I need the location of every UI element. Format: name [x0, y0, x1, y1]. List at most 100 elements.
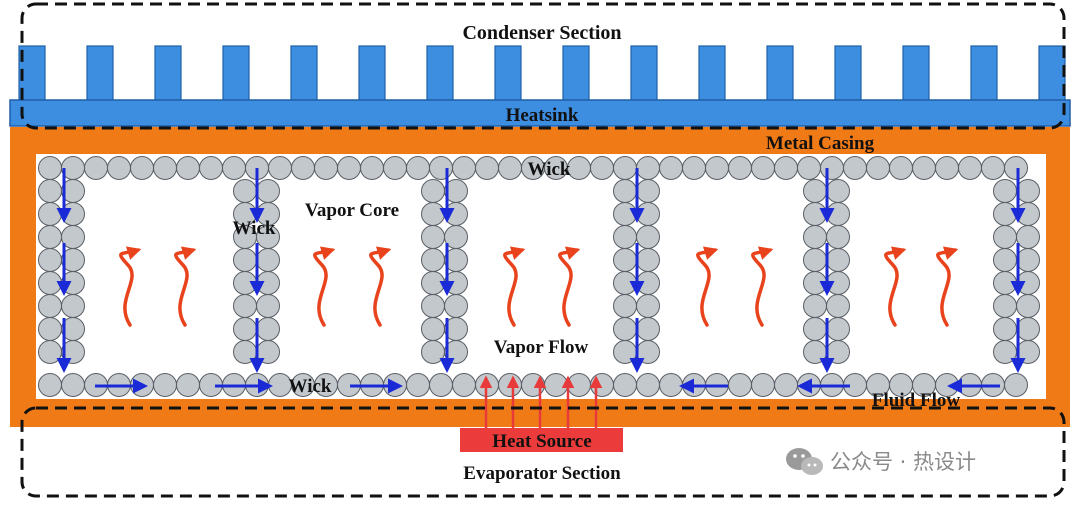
heatsink-fin: [426, 45, 454, 103]
fluid-flow-label: Fluid Flow: [872, 390, 960, 411]
wick-bead: [1016, 317, 1040, 341]
wick-bead: [176, 156, 200, 180]
wick-bead: [61, 340, 85, 364]
wick-bead: [452, 373, 476, 397]
vapor-arrow: [884, 246, 907, 327]
wick-bead: [38, 373, 62, 397]
wick-bead: [613, 294, 637, 318]
vapor-arrow: [369, 246, 392, 327]
wick-bead: [429, 373, 453, 397]
wick-bottom-label: Wick: [289, 376, 332, 397]
vapor-core-label: Vapor Core: [305, 200, 399, 221]
wick-bead: [866, 156, 890, 180]
wick-bead: [659, 156, 683, 180]
wick-bead: [38, 248, 62, 272]
wick-bead: [233, 248, 257, 272]
wick-bead: [803, 179, 827, 203]
wick-bead: [268, 156, 292, 180]
wick-bead: [256, 294, 280, 318]
wick-bead: [636, 340, 660, 364]
wick-bead: [38, 225, 62, 249]
wick-bead: [993, 179, 1017, 203]
heatsink-fin: [970, 45, 998, 103]
wick-bead: [199, 156, 223, 180]
wick-bead: [803, 271, 827, 295]
wick-bead: [981, 156, 1005, 180]
wick-bead: [475, 156, 499, 180]
fluid-flow-arrows: [56, 168, 1026, 394]
wick-bead: [406, 373, 430, 397]
wick-bead: [993, 225, 1017, 249]
wick-bead: [803, 225, 827, 249]
wick-bead: [613, 317, 637, 341]
wick-bead: [314, 156, 338, 180]
wick-bead: [153, 156, 177, 180]
wick-bead: [826, 248, 850, 272]
heatsink-fin: [562, 45, 590, 103]
heatsink-label: Heatsink: [506, 105, 579, 126]
heat-source-label: Heat Source: [492, 431, 591, 452]
wick-bead: [613, 271, 637, 295]
wick-bead: [1016, 248, 1040, 272]
vapor-arrow: [313, 246, 336, 327]
vapor-arrow: [119, 246, 142, 327]
wick-bead: [421, 294, 445, 318]
wick-bead: [233, 271, 257, 295]
wick-bead: [797, 156, 821, 180]
wick-bead: [233, 294, 257, 318]
wick-bead: [544, 373, 568, 397]
wick-bead: [421, 202, 445, 226]
wick-bead: [567, 156, 591, 180]
heatsink-fin: [86, 45, 114, 103]
wick-bead: [84, 156, 108, 180]
wick-bead: [636, 373, 660, 397]
condenser-section-outline: [20, 2, 1066, 130]
vapor-arrow: [696, 246, 719, 327]
wick-bead: [1016, 340, 1040, 364]
wick-bead: [613, 156, 637, 180]
wick-bead: [803, 202, 827, 226]
wick-bead: [1016, 225, 1040, 249]
wick-bead: [421, 317, 445, 341]
wick-bead: [803, 340, 827, 364]
wick-bead: [636, 225, 660, 249]
wick-bead: [498, 373, 522, 397]
wick-bead: [256, 317, 280, 341]
wick-bead: [429, 156, 453, 180]
wick-bead: [803, 294, 827, 318]
wick-bead: [636, 202, 660, 226]
wick-bead: [636, 317, 660, 341]
wick-bead: [826, 225, 850, 249]
wick-bead: [636, 179, 660, 203]
wick-bead: [38, 202, 62, 226]
wick-bead: [38, 179, 62, 203]
wick-bead: [613, 179, 637, 203]
wick-bead: [421, 340, 445, 364]
wick-bead: [360, 156, 384, 180]
wick-bead: [421, 225, 445, 249]
wick-bead: [498, 156, 522, 180]
wick-bead: [636, 294, 660, 318]
wick-bead: [383, 156, 407, 180]
wick-bead: [826, 202, 850, 226]
wick-bead: [421, 179, 445, 203]
wick-bead: [636, 248, 660, 272]
wick-bead: [993, 317, 1017, 341]
wick-bead: [803, 317, 827, 341]
wick-bead: [935, 156, 959, 180]
wick-bead: [130, 156, 154, 180]
heatsink-fin: [154, 45, 182, 103]
wick-bead: [613, 373, 637, 397]
wick-bead: [751, 373, 775, 397]
watermark-text: 公众号 · 热设计: [830, 450, 976, 474]
wick-bead: [613, 248, 637, 272]
wick-bead: [38, 156, 62, 180]
vapor-flow-arrows: [119, 246, 959, 327]
heatsink-base: [9, 99, 1071, 127]
heatsink-fin: [698, 45, 726, 103]
wick-bead: [222, 156, 246, 180]
wick-bead: [705, 156, 729, 180]
wick-bead: [993, 202, 1017, 226]
wick-bead: [61, 373, 85, 397]
wick-bead: [291, 156, 315, 180]
